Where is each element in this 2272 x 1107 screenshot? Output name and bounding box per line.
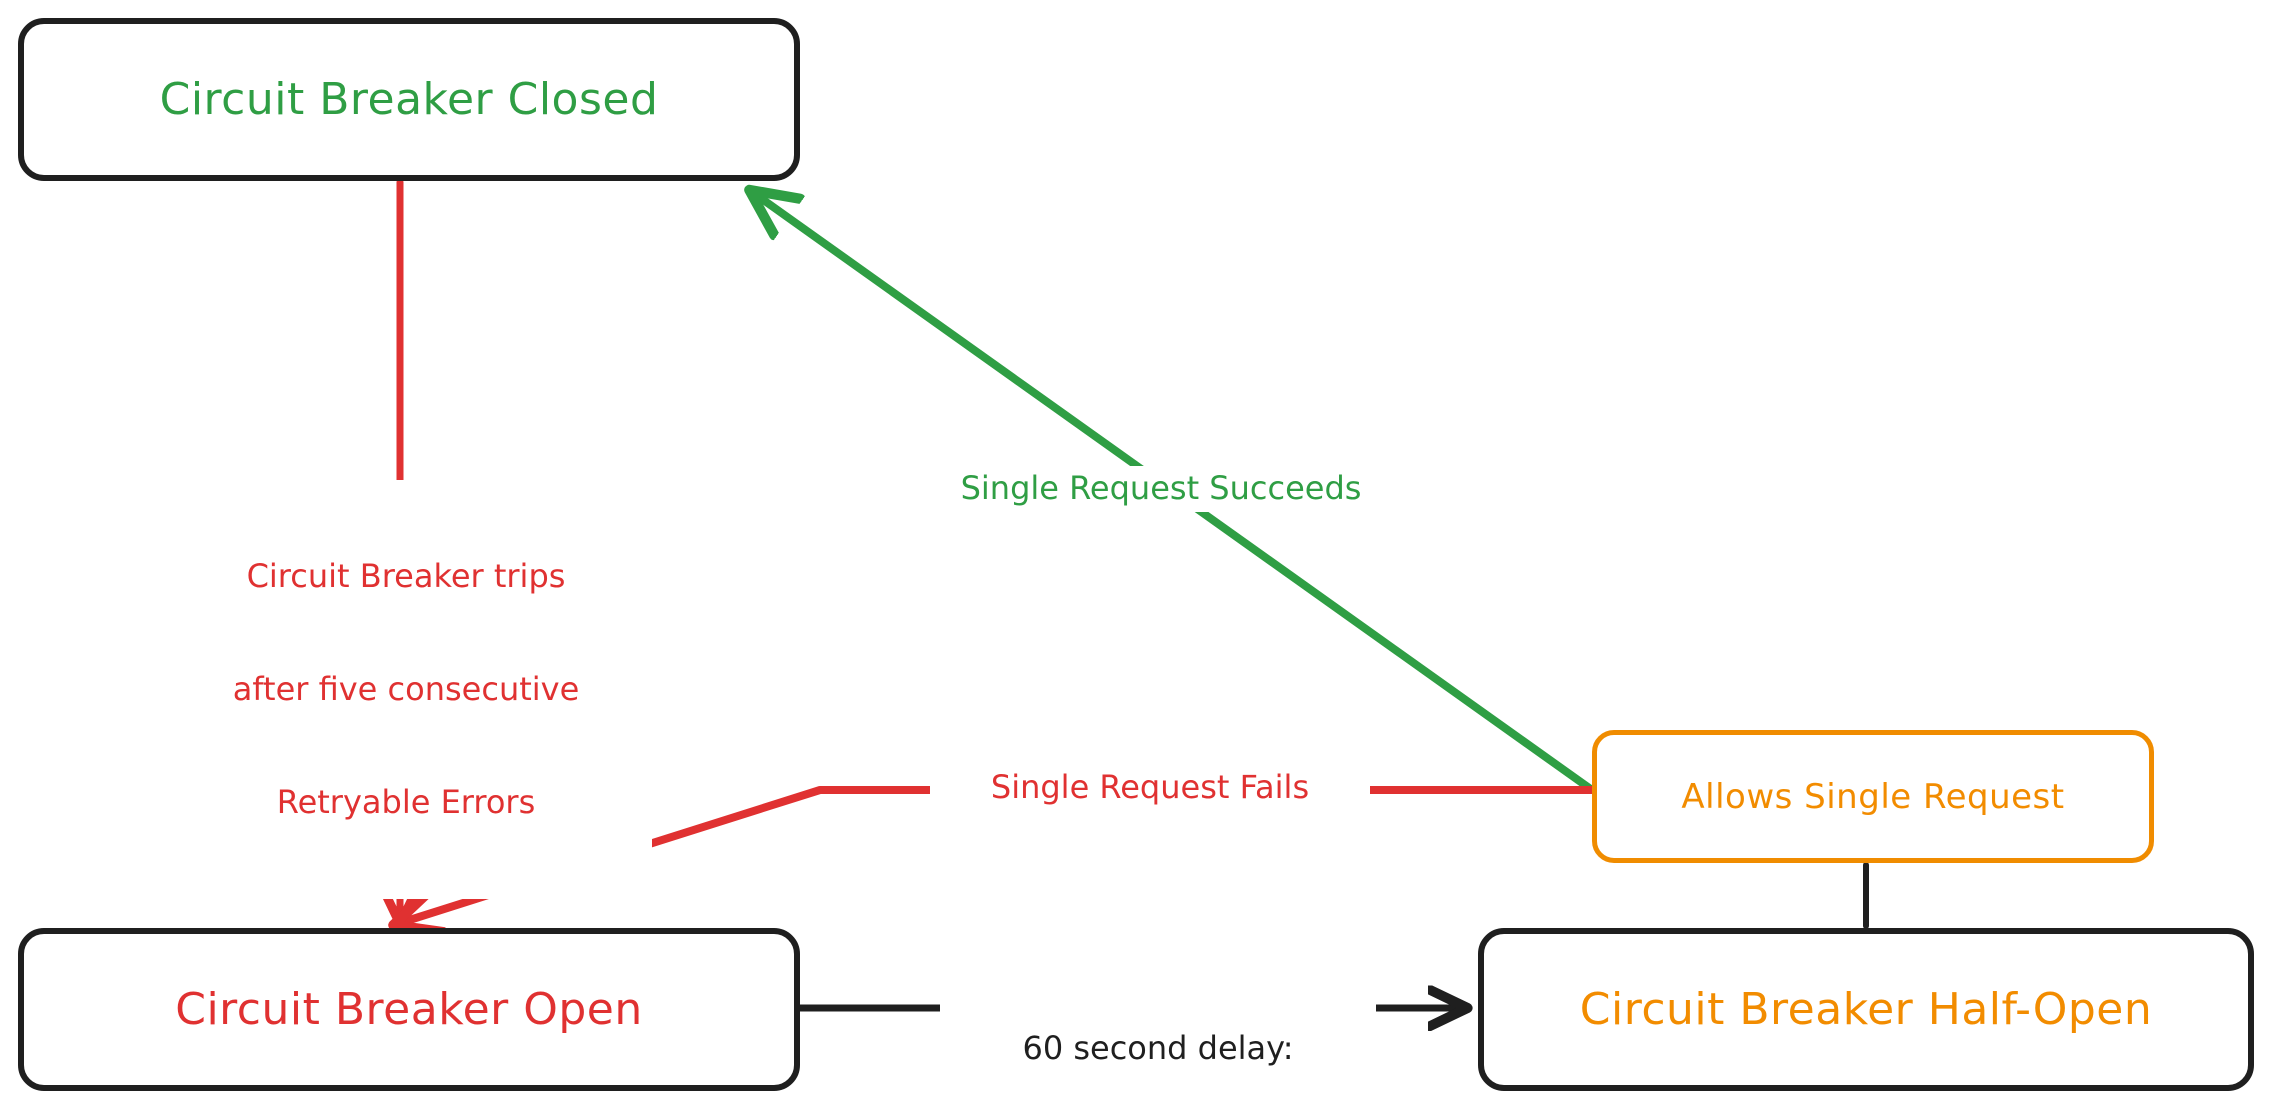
edge-label-line-1: Circuit Breaker trips	[246, 556, 566, 595]
edge-label-line-2: after five consecutive	[232, 669, 580, 708]
edge-label-allows-to-open: Single Request Fails	[930, 765, 1370, 811]
edge-label-line-3: Retryable Errors	[276, 783, 536, 821]
edge-label-line-1: 60 second delay:	[1022, 1028, 1294, 1067]
node-label-closed: Circuit Breaker Closed	[159, 74, 659, 125]
edge-label-closed-to-open: Circuit Breaker trips after five consecu…	[160, 480, 652, 900]
edge-label-open-to-half-open: 60 second delay: No requests allowed	[940, 952, 1376, 1107]
node-label-open: Circuit Breaker Open	[175, 984, 643, 1035]
node-circuit-breaker-half-open[interactable]: Circuit Breaker Half-Open	[1478, 928, 2254, 1091]
node-circuit-breaker-closed[interactable]: Circuit Breaker Closed	[18, 18, 800, 181]
node-circuit-breaker-open[interactable]: Circuit Breaker Open	[18, 928, 800, 1091]
node-label-half-open: Circuit Breaker Half-Open	[1579, 984, 2153, 1035]
edge-label-allows-to-closed: Single Request Succeeds	[908, 466, 1414, 512]
node-allows-single-request[interactable]: Allows Single Request	[1592, 730, 2154, 863]
node-label-allows-single-request: Allows Single Request	[1681, 776, 2065, 817]
